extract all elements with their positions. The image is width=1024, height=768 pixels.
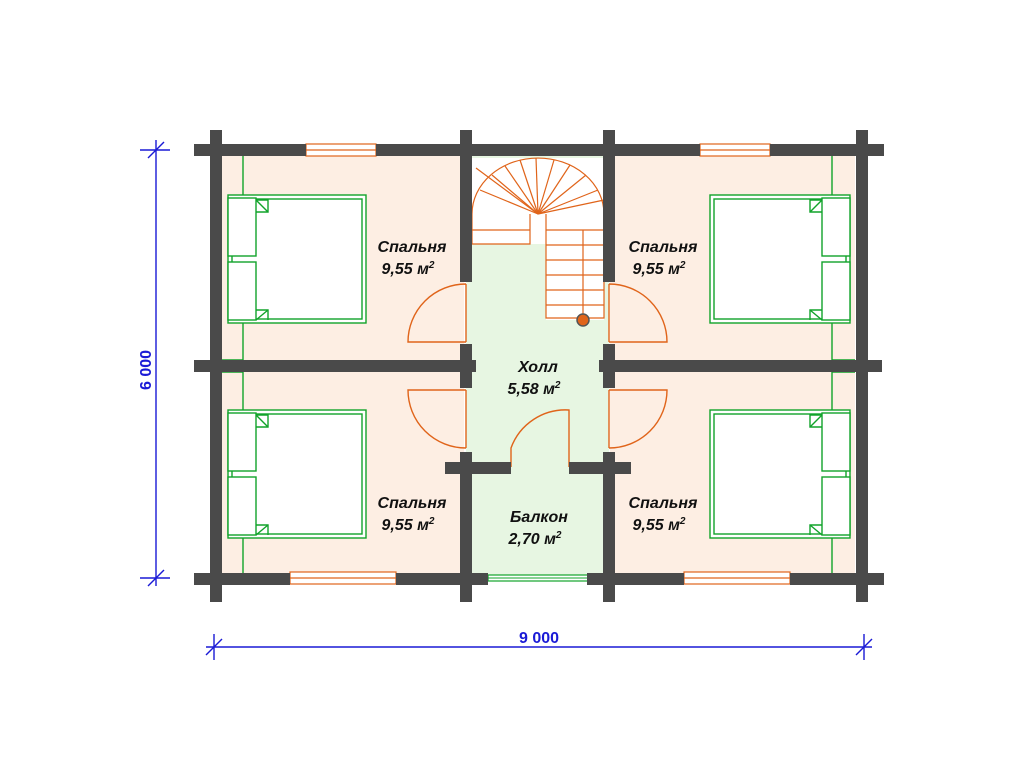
bedroom-bottom-right-name: Спальня: [629, 495, 699, 512]
beds: [227, 194, 851, 539]
bed-top-left: [227, 194, 367, 324]
height-dimension: [140, 140, 170, 587]
balcony-floor: [472, 467, 605, 580]
dimension-lines: [140, 140, 873, 660]
windows: [289, 143, 791, 585]
bedroom-bottom-left-name: Спальня: [378, 495, 448, 512]
bedroom-top-right-name: Спальня: [629, 239, 699, 256]
door-top-left: [407, 283, 467, 343]
doors: [407, 283, 668, 467]
bedroom-bottom-right-area: 9,55 м2: [633, 516, 686, 534]
height-dimension-label: 6 000: [138, 350, 155, 390]
staircase: [471, 157, 605, 327]
door-top-right: [608, 283, 668, 343]
door-bottom-left: [407, 389, 467, 449]
walls: [194, 130, 884, 602]
balcony-area: 2,70 м2: [508, 530, 562, 548]
balcony-name: Балкон: [510, 509, 568, 526]
bedroom-top-right-area: 9,55 м2: [633, 260, 686, 278]
width-dimension-label: 9 000: [519, 630, 559, 647]
bed-bottom-right: [709, 409, 851, 539]
bed-top-right: [709, 194, 851, 324]
bed-bottom-left: [227, 409, 367, 539]
width-dimension: [205, 634, 873, 660]
door-bottom-right: [608, 389, 668, 449]
door-balcony: [510, 409, 570, 467]
balcony-opening: [487, 574, 591, 582]
room-labels: Спальня 9,55 м2 Спальня 9,55 м2 Холл 5,5…: [378, 239, 699, 548]
hall-name: Холл: [517, 359, 558, 376]
bedroom-top-left-name: Спальня: [378, 239, 448, 256]
bedroom-top-left-area: 9,55 м2: [382, 260, 435, 278]
hall-area: 5,58 м2: [508, 380, 561, 398]
bedroom-bottom-left-area: 9,55 м2: [382, 516, 435, 534]
